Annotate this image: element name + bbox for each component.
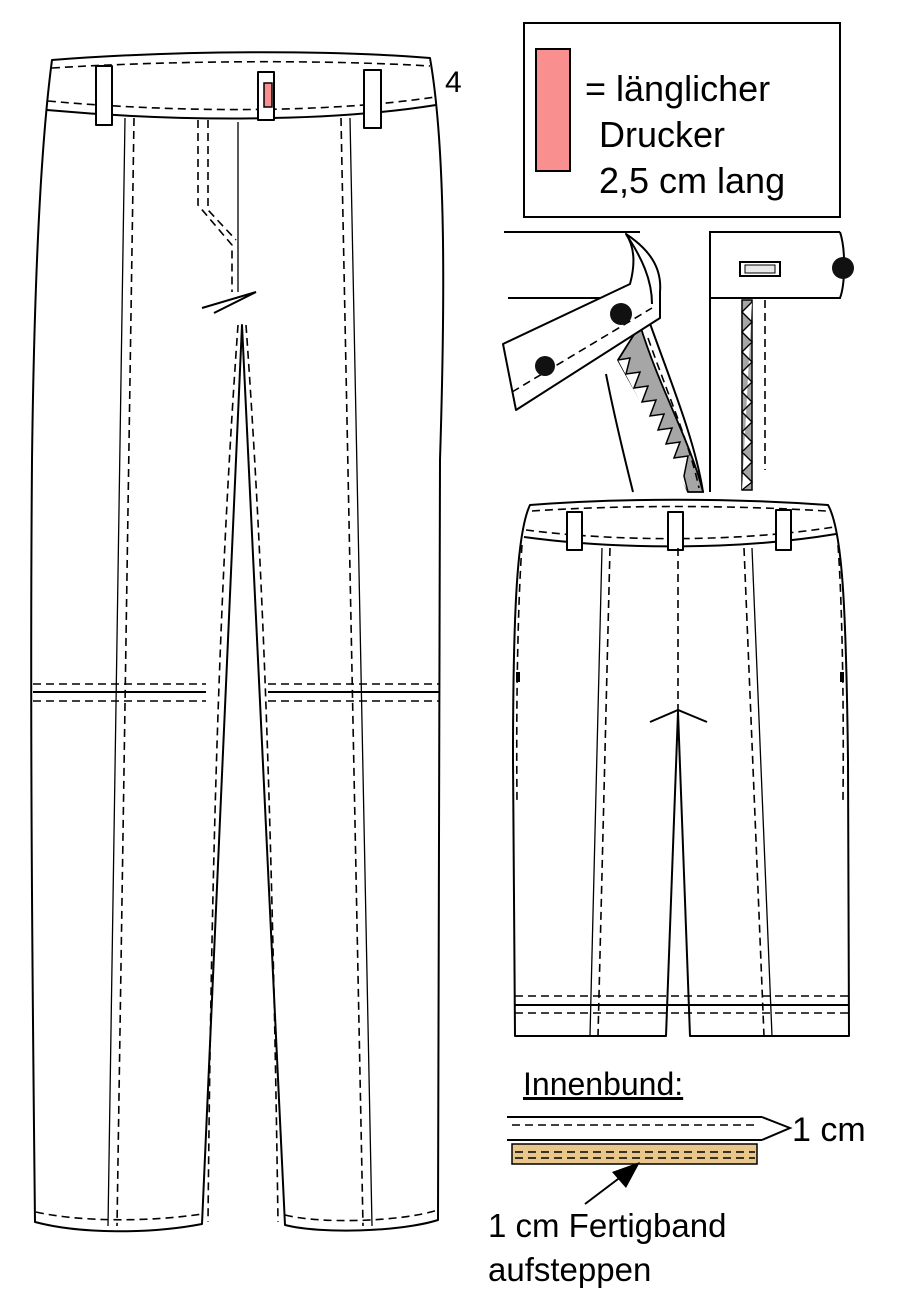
legend-line-2: Drucker bbox=[599, 114, 726, 155]
crease-line-right bbox=[349, 117, 373, 1227]
crease-line-left bbox=[107, 117, 126, 1227]
legend-box: = länglicher Drucker 2,5 cm lang bbox=[523, 22, 841, 218]
shorts-crease-stitch-right bbox=[743, 547, 765, 1037]
legend-line-1: = länglicher bbox=[585, 68, 771, 109]
finished-tape bbox=[511, 1143, 758, 1165]
snap-marker bbox=[263, 82, 273, 108]
shorts-crease-right bbox=[751, 547, 773, 1037]
instruction-line-1: 1 cm Fertigband bbox=[488, 1207, 727, 1244]
width-label: 1 cm bbox=[792, 1111, 866, 1149]
belt-loop-right bbox=[363, 69, 382, 129]
snap-legend-swatch bbox=[535, 48, 571, 172]
fly-topstitch-inner bbox=[207, 120, 237, 241]
inner-waistband-diagram bbox=[507, 1116, 793, 1205]
zipper-stitch-left bbox=[647, 337, 700, 489]
trousers-front-view bbox=[30, 51, 445, 1233]
side-seam-stitch-left bbox=[515, 544, 523, 801]
figure-number: 4 bbox=[445, 66, 462, 99]
snap-socket-inner bbox=[744, 264, 776, 274]
legend-line-3: 2,5 cm lang bbox=[599, 160, 786, 201]
waistband-tab-fold bbox=[625, 233, 653, 305]
snap-button-2 bbox=[535, 356, 555, 376]
instruction-text: 1 cm Fertigband aufsteppen bbox=[488, 1204, 726, 1292]
shorts-belt-loop-right bbox=[775, 509, 792, 551]
side-seam-stitch-right bbox=[837, 544, 845, 801]
crease-stitch-right bbox=[340, 117, 364, 1227]
zipper-detail-view bbox=[502, 231, 854, 493]
instruction-line-2: aufsteppen bbox=[488, 1251, 652, 1288]
waistband-tab-stitch bbox=[511, 307, 653, 393]
pointer-arrow-head bbox=[612, 1162, 640, 1188]
crotch-bar-tack bbox=[201, 291, 257, 314]
zipper-teeth-left bbox=[617, 357, 689, 493]
trouser-outline bbox=[30, 51, 445, 1233]
detail-front-edge bbox=[647, 317, 704, 493]
detail-fly-edge bbox=[605, 373, 634, 493]
pointer-arrow-shaft bbox=[584, 1175, 623, 1205]
hem-stitch-left bbox=[35, 1211, 203, 1221]
snap-button-1 bbox=[610, 303, 632, 325]
legend-text: = länglicher Drucker 2,5 cm lang bbox=[585, 66, 785, 204]
hem-stitch-right bbox=[284, 1209, 439, 1222]
shorts-crease-left bbox=[589, 547, 603, 1037]
shorts-crease-stitch-left bbox=[597, 547, 611, 1037]
shorts-waistband-stitch-upper bbox=[531, 505, 827, 512]
crease-stitch-left bbox=[116, 117, 135, 1227]
width-indicator bbox=[761, 1116, 793, 1141]
shorts-belt-loop-left bbox=[566, 511, 583, 551]
shorts-belt-loop-center bbox=[667, 511, 684, 551]
shorts-outline bbox=[512, 498, 850, 1037]
innenbund-title: Innenbund: bbox=[523, 1066, 684, 1102]
zipper-teeth-right bbox=[741, 301, 754, 491]
fly-topstitch-outer bbox=[197, 120, 233, 292]
shorts-crotch-tack bbox=[649, 708, 708, 723]
snap-button-3 bbox=[832, 257, 854, 279]
shorts-front-view bbox=[512, 498, 850, 1037]
belt-loop-left bbox=[95, 65, 113, 126]
